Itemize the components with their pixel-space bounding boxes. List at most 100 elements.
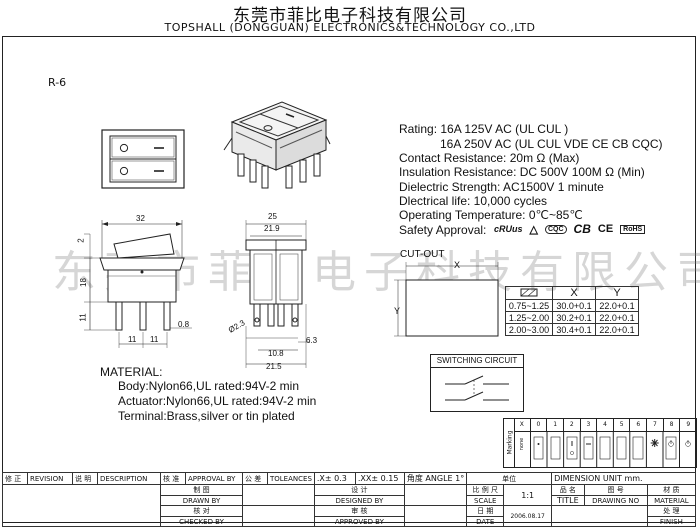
marking-code: X	[514, 419, 531, 431]
dimension-unit: DIMENSION UNIT mm.	[551, 472, 696, 485]
dim-side-6-3: 6.3	[306, 336, 318, 345]
cutout-header-y: Y	[595, 286, 639, 300]
date-value: 2006.08.17	[503, 505, 553, 527]
dim-side-21-5: 21.5	[266, 362, 282, 371]
cutout-y: 22.0+0.1	[595, 311, 639, 324]
drawing-no-en: DRAWING NO	[583, 495, 648, 506]
description-cn: 说 明	[72, 472, 98, 485]
spec-rating-2: 16A 250V AC (UL CUL VDE CE CB CQC)	[440, 137, 663, 151]
cqc-mark-icon: CQC	[544, 224, 567, 234]
name-cn: 品 名	[551, 484, 585, 496]
tolerance-2: .XX± 0.15	[354, 472, 405, 485]
drawing-no-cn: 图 号	[583, 484, 648, 496]
spec-contact-resistance: Contact Resistance: 20m Ω (Max)	[399, 151, 580, 165]
switching-circuit-box: SWITCHING CIRCUIT	[430, 354, 524, 412]
marking-code: 8	[664, 419, 681, 431]
marking-code: 3	[581, 419, 598, 431]
dim-front-18: 18	[78, 278, 88, 287]
finish-en: FINISH	[646, 516, 697, 527]
approved-en: APPROVED BY	[313, 516, 405, 527]
revision-cn: 修 正	[2, 472, 28, 485]
panel-thickness-icon	[520, 288, 538, 296]
spec-safety-approval: Safety Approval:	[399, 223, 487, 237]
marking-code-row: X 0 1 2 3 4 5 6 7 8 9	[514, 419, 696, 432]
cutout-label: CUT-OUT	[400, 249, 445, 260]
marking-code: 9	[686, 421, 691, 428]
approved-value	[403, 505, 468, 527]
cutout-header-row: X Y	[505, 286, 639, 300]
designed-value	[403, 484, 468, 506]
checked-en: CHECKED BY	[160, 516, 243, 527]
cutout-table: X Y 0.75~1.25 30.0+0.1 22.0+0.1 1.25~2.0…	[505, 286, 639, 336]
cutout-header-x: X	[552, 286, 596, 300]
marking-code: 5	[614, 419, 631, 431]
designed-en: DESIGNED BY	[313, 495, 405, 506]
scale-cn: 比 例 尺	[466, 484, 505, 496]
marking-code: 0	[531, 419, 548, 431]
unit-cn: 单位	[466, 472, 553, 485]
dim-front-11: 11	[78, 313, 88, 322]
dim-front-width: 32	[136, 214, 145, 223]
marking-code: 6	[630, 419, 648, 431]
drawn-en: DRAWN BY	[160, 495, 243, 506]
designed-cn: 设 计	[313, 484, 405, 496]
tolerances-en: TOLEANCES	[267, 472, 315, 485]
cutout-y: 22.0+0.1	[595, 323, 639, 336]
marking-side-label-cell: Marking	[504, 419, 515, 467]
spec-insulation-resistance: Insulation Resistance: DC 500V 100M Ω (M…	[399, 165, 645, 179]
date-en: DATE	[466, 516, 505, 527]
marking-table: Marking X 0 1 2 3 4 5 6 7 8 9	[503, 418, 697, 468]
cutout-y: 22.0+0.1	[595, 299, 639, 312]
dim-side-25: 25	[268, 212, 277, 221]
cutout-x: 30.4+0.1	[552, 323, 596, 336]
material-actuator: Actuator:Nylon66,UL rated:94V-2 min	[118, 394, 317, 408]
switching-circuit-diagram	[445, 375, 509, 401]
revision-en: REVISION	[27, 472, 73, 485]
ul-mark-icon: cRUus	[494, 224, 523, 234]
marking-code: 7	[647, 419, 664, 431]
cutout-x-label: X	[454, 260, 461, 270]
switching-circuit-label: SWITCHING CIRCUIT	[431, 355, 523, 368]
cutout-x: 30.0+0.1	[552, 299, 596, 312]
spec-dielectric-strength: Dielectric Strength: AC1500V 1 minute	[399, 180, 604, 194]
switch-front-view	[84, 220, 192, 348]
spec-rating-1: Rating: 16A 125V AC (UL CUL )	[399, 122, 569, 136]
dim-front-pin-b: 11	[150, 335, 159, 344]
scale-value: 1:1	[503, 484, 553, 506]
revision-area	[2, 484, 161, 527]
table-row: 修 正 REVISION 说 明 DESCRIPTION 核 准 APPROVA…	[2, 472, 696, 485]
dim-front-pin-a: 11	[128, 335, 137, 344]
switch-top-view	[101, 129, 185, 189]
marking-side-label: Marking	[506, 430, 514, 455]
cutout-range: 2.00~3.00	[505, 323, 553, 336]
company-name-en: TOPSHALL (DONGGUAN) ELECTRONICS&TECHNOLO…	[164, 21, 536, 34]
table-row: 1.25~2.00 30.2+0.1 22.0+0.1	[505, 311, 639, 324]
company-name-cn: 东莞市菲比电子科技有限公司	[233, 6, 467, 26]
marking-code: 2	[564, 419, 581, 431]
ce-mark-icon: CE	[597, 223, 614, 235]
title-value	[551, 505, 648, 527]
description-en: DESCRIPTION	[97, 472, 161, 485]
model-number: R-6	[48, 76, 67, 89]
dim-front-pin-thk: 0.8	[178, 320, 190, 329]
approval-cn: 核 准	[160, 472, 186, 485]
dim-front-2: 2	[76, 238, 86, 243]
material-cn: 材 质	[646, 484, 697, 496]
date-cn: 日 期	[466, 505, 505, 517]
drawn-cn: 制 图	[160, 484, 243, 496]
material-terminal: Terminal:Brass,silver or tin plated	[118, 409, 295, 423]
table-row: 2.00~3.00 30.4+0.1 22.0+0.1	[505, 323, 639, 336]
rohs-mark-icon: RoHS	[620, 224, 646, 234]
spec-electrical-life: Dlectrical life: 10,000 cycles	[399, 194, 548, 208]
material-en: MATERIAL	[646, 495, 697, 506]
checked-cn: 核 对	[160, 505, 243, 517]
switch-isometric-view	[223, 101, 331, 189]
cutout-y-label: Y	[394, 306, 401, 316]
title-en: TITLE	[551, 495, 585, 506]
cert-marks: cRUus △ CQC CB CE RoHS	[494, 222, 646, 236]
approved-cn: 审 核	[313, 505, 405, 517]
angle-tolerance: 角度 ANGLE 1°	[403, 472, 468, 485]
marking-code: 1	[547, 419, 564, 431]
cb-mark-icon: CB	[573, 222, 591, 236]
finish-cn: 处 理	[646, 505, 697, 517]
